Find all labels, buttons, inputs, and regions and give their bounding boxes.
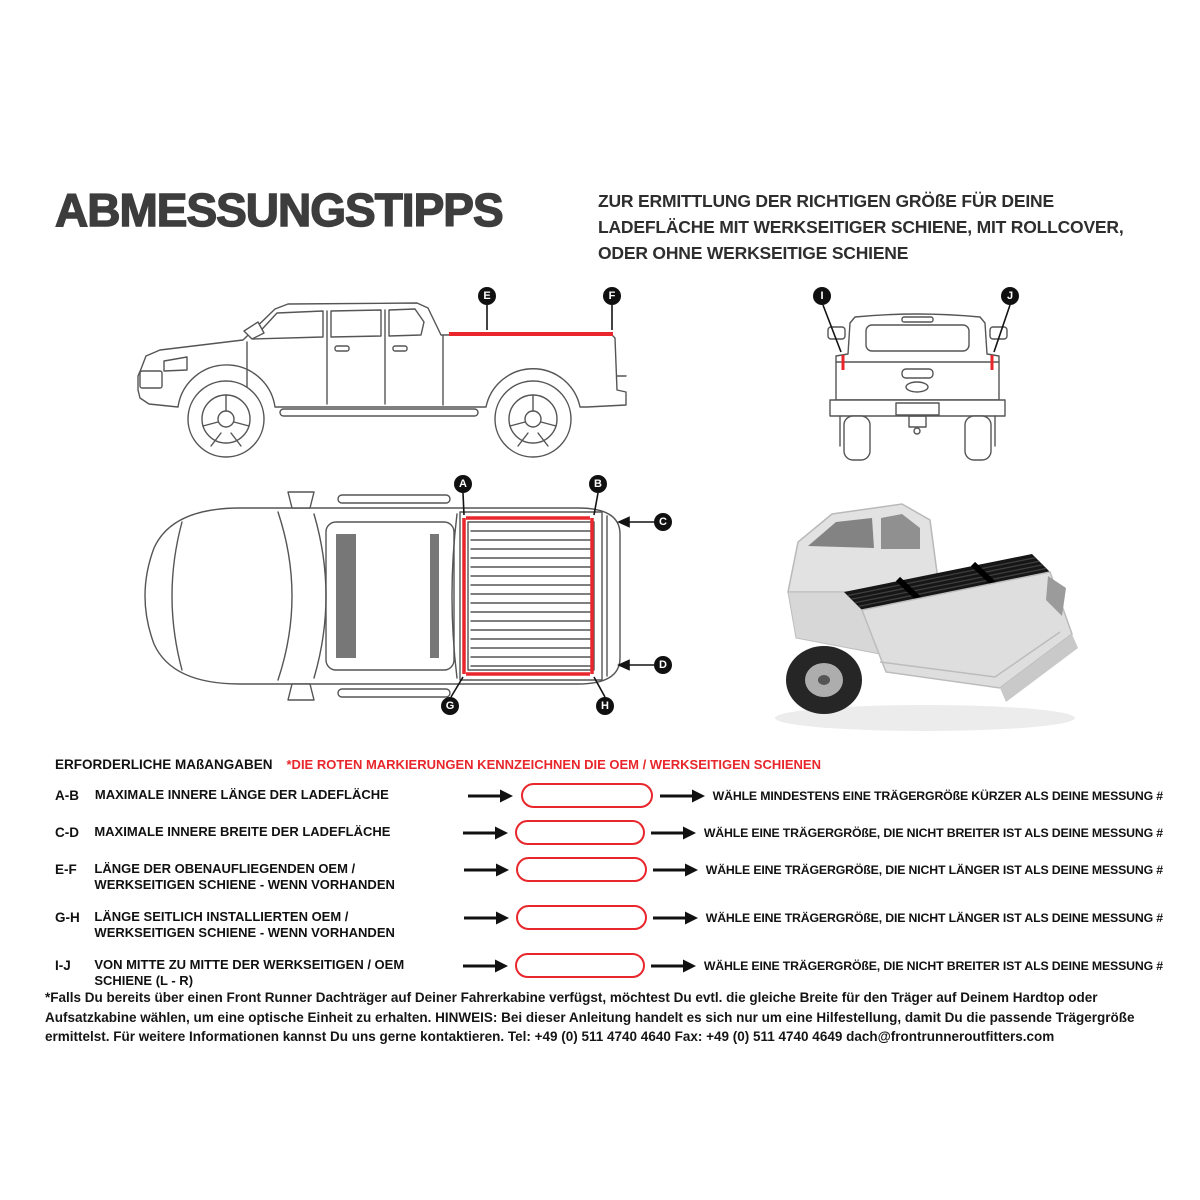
- row-advice: WÄHLE MINDESTENS EINE TRÄGERGRÖßE KÜRZER…: [712, 789, 1164, 803]
- truck-top-view-diagram: [144, 491, 654, 701]
- row-advice: WÄHLE EINE TRÄGERGRÖßE, DIE NICHT LÄNGER…: [705, 911, 1163, 925]
- marker-b: B: [589, 475, 607, 493]
- footnote: *Falls Du bereits über einen Front Runne…: [45, 990, 1135, 1044]
- row-code: C-D: [55, 825, 79, 840]
- row-label: VON MITTE ZU MITTE DER WERKSEITIGEN / OE…: [94, 957, 405, 988]
- row-label: MAXIMALE INNERE BREITE DER LADEFLÄCHE: [94, 824, 391, 839]
- measurement-row-ef: E-F LÄNGE DER OBENAUFLIEGENDEN OEM / WER…: [55, 857, 1163, 893]
- row-code: G-H: [55, 910, 80, 925]
- measurement-input-pill: [516, 857, 647, 882]
- red-markings-legend: *DIE ROTEN MARKIERUNGEN KENNZEICHNEN DIE…: [286, 757, 822, 772]
- measurement-input-pill: [516, 905, 647, 930]
- page-subtitle: ZUR ERMITTLUNG DER RICHTIGEN GRÖßE FÜR D…: [598, 191, 1124, 263]
- row-code: E-F: [55, 862, 77, 877]
- marker-i: I: [813, 287, 831, 305]
- row-label: LÄNGE DER OBENAUFLIEGENDEN OEM / WERKSEI…: [94, 861, 395, 892]
- marker-f: F: [603, 287, 621, 305]
- flow-arrow-icon: [462, 826, 508, 840]
- measurement-row-ab: A-B MAXIMALE INNERE LÄNGE DER LADEFLÄCHE…: [55, 783, 1164, 808]
- flow-arrow-icon: [463, 863, 509, 877]
- flow-arrow-icon: [659, 789, 705, 803]
- measurement-row-ij: I-J VON MITTE ZU MITTE DER WERKSEITIGEN …: [55, 953, 1163, 989]
- flow-arrow-icon: [653, 863, 699, 877]
- flow-arrow-icon: [463, 911, 509, 925]
- row-code: A-B: [55, 788, 79, 803]
- oem-rail-markings-top: [462, 516, 594, 676]
- flow-arrow-icon: [468, 789, 514, 803]
- measurement-input-pill: [515, 820, 645, 845]
- marker-e: E: [478, 287, 496, 305]
- measurement-input-pill: [515, 953, 645, 978]
- truck-side-view-diagram: [137, 302, 627, 458]
- row-advice: WÄHLE EINE TRÄGERGRÖßE, DIE NICHT BREITE…: [703, 959, 1163, 973]
- truck-rear-view-diagram: [822, 304, 1011, 461]
- slat-rack: [844, 554, 1050, 610]
- marker-a: A: [454, 475, 472, 493]
- flow-arrow-icon: [653, 911, 699, 925]
- row-code: I-J: [55, 958, 71, 973]
- marker-d: D: [654, 656, 672, 674]
- page-title: ABMESSUNGSTIPPS: [54, 183, 504, 236]
- flow-arrow-icon: [462, 959, 508, 973]
- row-advice: WÄHLE EINE TRÄGERGRÖßE, DIE NICHT BREITE…: [703, 826, 1163, 840]
- row-label: MAXIMALE INNERE LÄNGE DER LADEFLÄCHE: [94, 787, 389, 802]
- row-label: LÄNGE SEITLICH INSTALLIERTEN OEM / WERKS…: [94, 909, 395, 940]
- marker-c: C: [654, 513, 672, 531]
- flow-arrow-icon: [651, 826, 697, 840]
- measurement-row-gh: G-H LÄNGE SEITLICH INSTALLIERTEN OEM / W…: [55, 905, 1163, 941]
- measurement-row-cd: C-D MAXIMALE INNERE BREITE DER LADEFLÄCH…: [55, 820, 1163, 845]
- marker-g: G: [441, 697, 459, 715]
- measurements-section: ERFORDERLICHE MAßANGABEN *DIE ROTEN MARK…: [55, 757, 1163, 1005]
- truck-photo-illustration: [775, 503, 1078, 731]
- measurements-heading: ERFORDERLICHE MAßANGABEN: [55, 757, 273, 772]
- marker-h: H: [596, 697, 614, 715]
- marker-j: J: [1001, 287, 1019, 305]
- row-advice: WÄHLE EINE TRÄGERGRÖßE, DIE NICHT LÄNGER…: [705, 863, 1163, 877]
- flow-arrow-icon: [651, 959, 697, 973]
- measurement-input-pill: [521, 783, 653, 808]
